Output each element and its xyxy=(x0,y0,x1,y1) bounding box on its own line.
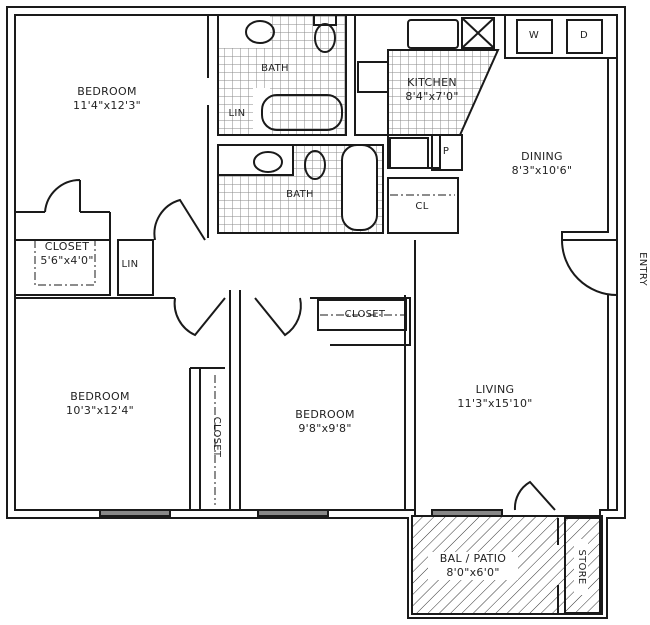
room-dimensions: 8'0"x6'0" xyxy=(446,566,500,579)
closet1-label: CLOSET 5'6"x4'0" xyxy=(22,240,112,268)
bedroom2-label: BEDROOM 10'3"x12'4" xyxy=(45,390,155,418)
room-name: KITCHEN xyxy=(407,76,457,89)
bedroom3-label: BEDROOM 9'8"x9'8" xyxy=(270,408,380,436)
room-name: D xyxy=(579,30,588,41)
washer-label: W xyxy=(526,29,542,43)
room-name: DINING xyxy=(521,150,563,163)
sink-1 xyxy=(245,20,275,44)
room-dimensions: 9'8"x9'8" xyxy=(298,422,352,435)
pantry-label: P xyxy=(438,145,454,159)
room-dimensions: 10'3"x12'4" xyxy=(66,404,134,417)
sink-2 xyxy=(253,151,283,173)
dishwasher xyxy=(461,17,495,49)
sink-kitchen xyxy=(407,19,459,49)
room-name: BEDROOM xyxy=(295,408,355,421)
outer-wall xyxy=(6,6,626,619)
room-name: BAL / PATIO xyxy=(439,552,507,565)
pantry-area xyxy=(431,134,463,171)
bathtub-2 xyxy=(341,144,378,231)
range xyxy=(357,61,389,93)
dryer xyxy=(566,19,603,54)
room-dimensions: 11'3"x15'10" xyxy=(457,397,533,410)
room-name: W xyxy=(528,30,540,41)
room-name: ENTRY xyxy=(637,252,648,286)
store-label: STORE xyxy=(574,539,588,595)
entry-door xyxy=(561,239,618,296)
lin1-area xyxy=(117,239,154,296)
closet2-label: CLOSET xyxy=(209,409,223,465)
room-name: BEDROOM xyxy=(70,390,130,403)
room-dimensions: 8'4"x7'0" xyxy=(405,90,459,103)
room-name: STORE xyxy=(576,549,587,585)
room-name: CLOSET xyxy=(44,240,90,253)
room-name: BATH xyxy=(261,63,289,74)
closet1-area xyxy=(14,239,111,296)
room-dimensions: 5'6"x4'0" xyxy=(40,254,94,267)
toilet-2 xyxy=(304,150,326,180)
cl-label: CL xyxy=(410,200,434,214)
cl-area xyxy=(387,177,459,234)
lin1-label: LIN xyxy=(118,258,142,272)
room-name: LIN xyxy=(228,108,246,119)
washer xyxy=(516,19,553,54)
bedroom1-label: BEDROOM 11'4"x12'3" xyxy=(52,85,162,113)
room-name: LIN xyxy=(121,259,139,270)
room-name: CLOSET xyxy=(344,309,386,320)
room-name: CL xyxy=(415,201,429,212)
closet3-area xyxy=(317,299,407,331)
room-name: BATH xyxy=(286,189,314,200)
bathtub-1 xyxy=(261,94,343,131)
patio-label: BAL / PATIO 8'0"x6'0" xyxy=(428,552,518,580)
closet3-label: CLOSET xyxy=(335,308,395,322)
bath2-label: BATH xyxy=(280,188,320,202)
fridge xyxy=(389,137,429,169)
lin2-label: LIN xyxy=(222,107,252,121)
dryer-label: D xyxy=(576,29,592,43)
room-name: LIVING xyxy=(475,383,515,396)
room-name: BEDROOM xyxy=(77,85,137,98)
dining-label: DINING 8'3"x10'6" xyxy=(492,150,592,178)
room-dimensions: 8'3"x10'6" xyxy=(511,164,573,177)
living-label: LIVING 11'3"x15'10" xyxy=(440,383,550,411)
bath1-label: BATH xyxy=(255,62,295,76)
room-name: P xyxy=(442,146,450,157)
room-name: CLOSET xyxy=(211,416,222,458)
kitchen-label: KITCHEN 8'4"x7'0" xyxy=(392,76,472,104)
entry-label: ENTRY xyxy=(635,247,649,291)
room-dimensions: 11'4"x12'3" xyxy=(73,99,141,112)
